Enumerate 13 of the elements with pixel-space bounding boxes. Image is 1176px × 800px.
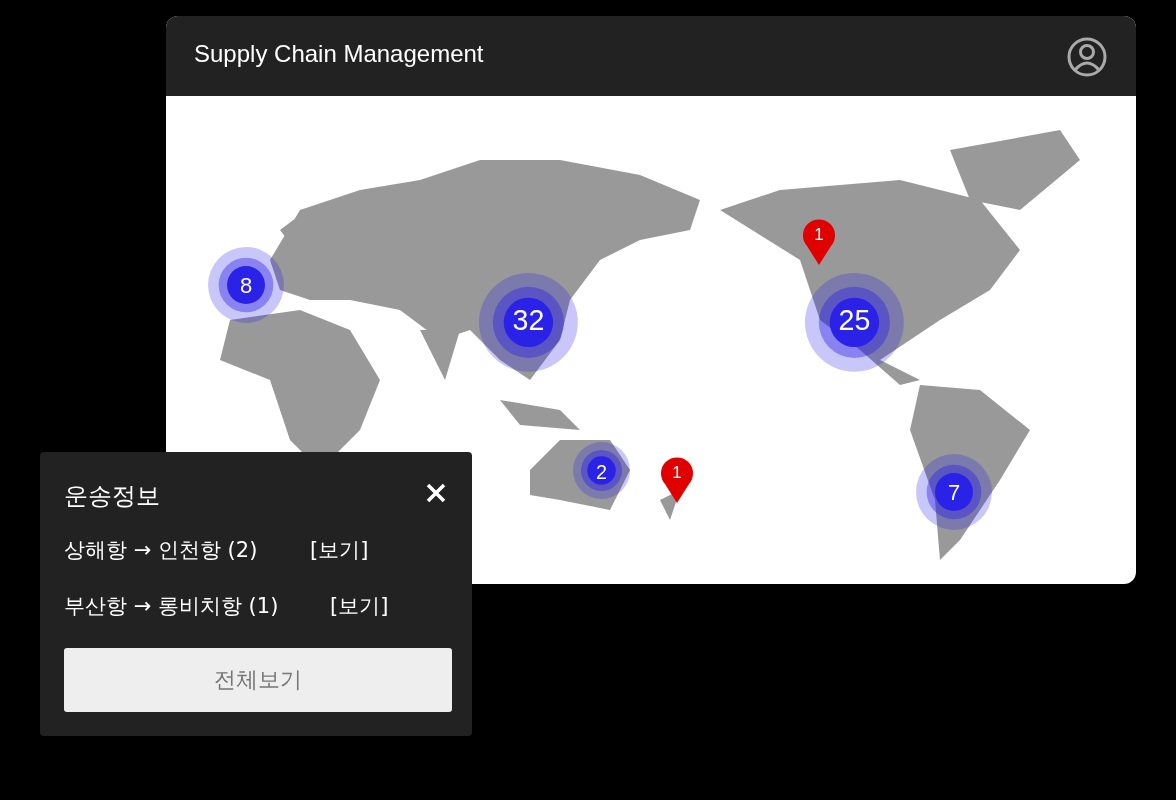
- cluster-marker: 25: [804, 272, 904, 372]
- view-link: [보기]: [330, 593, 389, 620]
- cluster-marker: 8: [208, 247, 284, 323]
- window-title: Supply Chain Management: [194, 40, 484, 68]
- view-link: [보기]: [310, 537, 369, 564]
- info-popup: [40, 452, 472, 736]
- cluster-marker: 32: [478, 272, 578, 372]
- view-all-button: 전체보기: [64, 648, 452, 712]
- route-text: 상해항 → 인천항 (2): [64, 537, 258, 564]
- popup-title: 운송정보: [64, 481, 160, 512]
- cluster-marker: 7: [916, 454, 992, 530]
- cluster-marker: 2: [572, 441, 630, 499]
- route-text: 부산항 → 롱비치항 (1): [64, 593, 279, 620]
